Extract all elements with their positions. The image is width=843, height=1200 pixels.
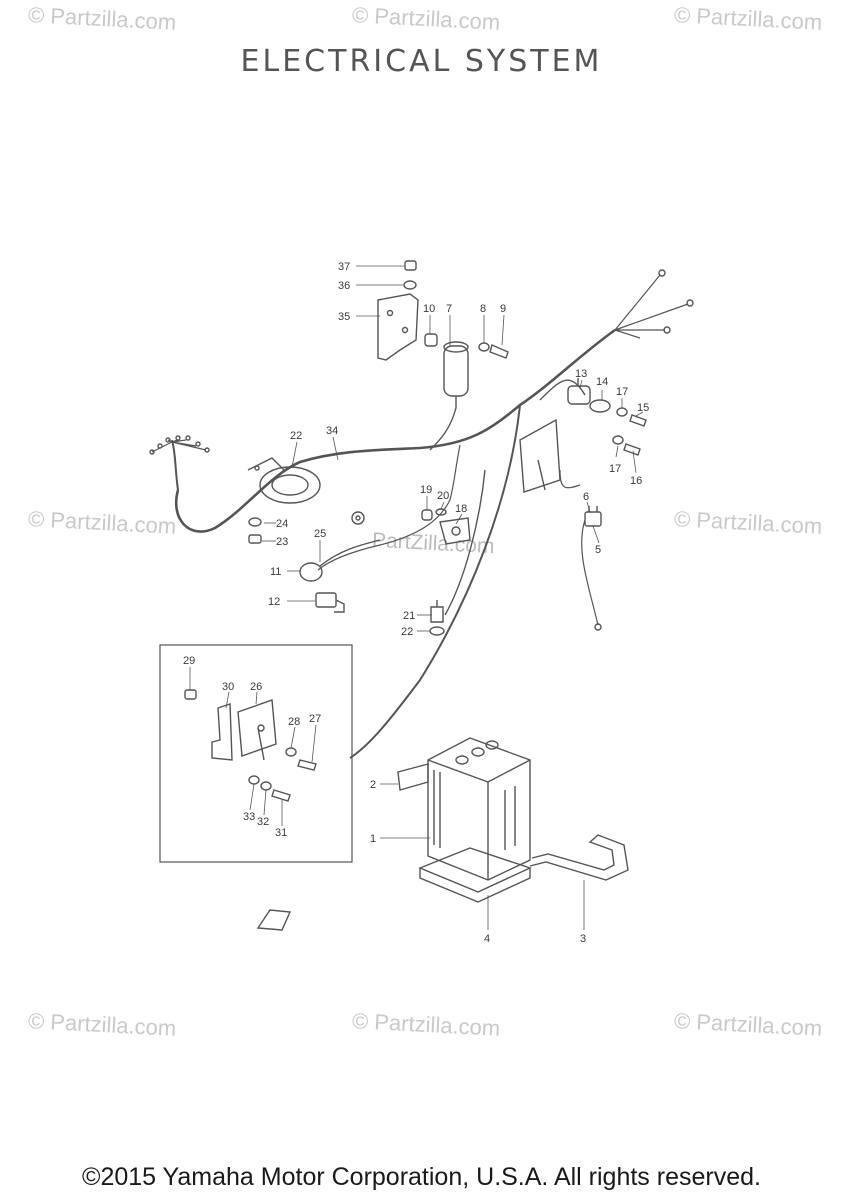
washer-17 — [616, 407, 628, 417]
condenser — [429, 341, 469, 451]
callout-26: 25 — [314, 528, 326, 540]
callout-4: 4 — [484, 933, 490, 945]
washer-34 — [248, 775, 260, 785]
inset-box — [159, 644, 353, 863]
callout-37: 36 — [338, 280, 350, 292]
nut-30 — [184, 689, 197, 700]
callout-22: 22 — [401, 626, 413, 638]
callout-10: 10 — [423, 303, 435, 315]
callout-19: 19 — [420, 484, 432, 496]
wire-harness — [149, 269, 694, 759]
bolt-32 — [271, 789, 291, 802]
callout-34: 33 — [243, 811, 255, 823]
callout-15: 15 — [637, 402, 649, 414]
battery — [427, 737, 531, 881]
callout-31: 30 — [222, 681, 234, 693]
callout-38: 37 — [338, 261, 350, 273]
callout-32: 31 — [275, 827, 287, 839]
regulator-bracket — [211, 703, 233, 761]
oil-level-switch — [430, 600, 444, 623]
screw-16 — [623, 443, 641, 456]
main-switch — [567, 378, 611, 413]
callout-5: 5 — [595, 544, 601, 556]
washer-33 — [260, 781, 272, 791]
callout-18: 18 — [455, 503, 467, 515]
grommet-26 — [351, 511, 365, 525]
washer-25 — [248, 517, 262, 527]
callout-24: 23 — [276, 536, 288, 548]
callout-6: 6 — [583, 491, 589, 503]
battery-cover — [397, 763, 429, 791]
switch-bracket — [519, 418, 561, 493]
bolt-28 — [297, 759, 317, 771]
callout-3: 3 — [580, 933, 586, 945]
spark-plug — [315, 592, 345, 613]
washer-17b — [612, 435, 624, 445]
callout-29: 28 — [288, 716, 300, 728]
callout-25: 24 — [276, 518, 288, 530]
plug-cap — [299, 539, 381, 582]
callout-8: 8 — [480, 303, 486, 315]
washer-37 — [403, 280, 417, 290]
battery-tray — [418, 847, 532, 903]
leader-lines — [189, 265, 644, 930]
callout-16: 16 — [630, 475, 642, 487]
callout-35: 34 — [326, 425, 338, 437]
copyright-notice: ©2015 Yamaha Motor Corporation, U.S.A. A… — [82, 1163, 761, 1191]
callout-9: 9 — [500, 303, 506, 315]
callout-13: 13 — [575, 368, 587, 380]
washer-8 — [478, 342, 490, 352]
screw-9 — [489, 344, 509, 359]
callout-17: 17 — [616, 386, 628, 398]
bracket-36 — [377, 293, 419, 361]
nut-38 — [404, 260, 417, 271]
callout-1: 1 — [370, 833, 376, 845]
screw-19 — [421, 509, 433, 521]
callout-30: 29 — [183, 655, 195, 667]
washer-22 — [429, 626, 445, 636]
screw-15 — [629, 414, 647, 427]
tag — [256, 909, 292, 931]
callout-20: 20 — [437, 490, 449, 502]
callout-11: 11 — [270, 566, 281, 578]
washer-29 — [285, 747, 297, 757]
callout-17b: 17 — [609, 463, 621, 475]
callout-23: 22 — [290, 430, 302, 442]
horn — [247, 457, 321, 504]
collar-10 — [424, 333, 438, 347]
bolt-24 — [248, 534, 262, 544]
callout-14: 14 — [596, 376, 608, 388]
callout-12: 12 — [268, 596, 280, 608]
callout-7: 7 — [446, 303, 452, 315]
regulator — [237, 699, 277, 761]
callout-21: 21 — [403, 610, 415, 622]
callout-2: 2 — [370, 779, 376, 791]
neutral-switch — [439, 517, 471, 545]
callout-36: 35 — [338, 311, 350, 323]
battery-band — [529, 834, 629, 881]
callout-27: 26 — [250, 681, 262, 693]
fuse-holder — [584, 506, 602, 527]
page-title: ELECTRICAL SYSTEM — [240, 44, 603, 79]
callout-28: 27 — [309, 713, 321, 725]
callout-33: 32 — [257, 816, 269, 828]
